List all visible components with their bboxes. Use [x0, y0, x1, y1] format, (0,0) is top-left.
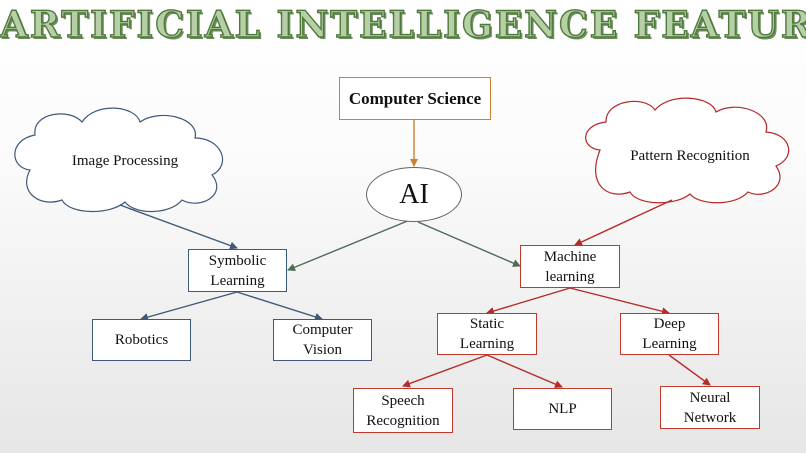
edge-static-to-speech	[402, 354, 488, 388]
edge-pattern-to-ml	[574, 199, 673, 246]
edge-ml-to-deep	[569, 287, 670, 316]
node-ai-label: AI	[399, 178, 429, 210]
node-nlp-label: NLP	[548, 401, 577, 417]
node-speech-recognition-label: Speech Recognition	[366, 392, 440, 429]
node-computer-vision-label: Computer Vision	[292, 322, 353, 358]
node-robotics: Robotics	[92, 319, 191, 361]
node-deep-learning: Deep Learning	[620, 313, 719, 355]
node-image-processing: Image Processing	[40, 146, 210, 176]
node-machine-learning-label: Machine learning	[543, 248, 597, 285]
edge-ml-to-static	[486, 287, 571, 315]
edge-ai-to-ml	[417, 221, 521, 267]
node-machine-learning: Machine learning	[520, 245, 620, 288]
node-deep-learning-label: Deep Learning	[642, 316, 697, 352]
cloud-shape-pattern-recognition	[585, 97, 790, 204]
node-neural-network-label: Neural Network	[683, 389, 737, 426]
cloud-shape-image-processing	[14, 107, 224, 213]
edge-symbolic-to-vision	[236, 291, 323, 321]
node-pattern-recognition-label: Pattern Recognition	[630, 148, 750, 164]
node-static-learning-label: Static Learning	[459, 316, 515, 352]
page-title: ARTIFICIAL INTELLIGENCE FEATURE	[0, 3, 806, 46]
node-ai: AI	[366, 167, 462, 222]
node-pattern-recognition: Pattern Recognition	[615, 132, 765, 180]
node-image-processing-label: Image Processing	[71, 153, 179, 169]
edge-static-to-nlp	[486, 354, 563, 388]
edge-imageproc-to-symbolic	[119, 204, 238, 250]
node-nlp: NLP	[513, 388, 612, 430]
node-computer-vision: Computer Vision	[273, 319, 372, 361]
edge-symbolic-to-robotics	[140, 291, 238, 321]
node-symbolic-learning: Symbolic Learning	[188, 249, 287, 292]
edge-ai-to-symbolic	[287, 219, 411, 272]
node-computer-science: Computer Science	[339, 77, 491, 120]
node-neural-network: Neural Network	[660, 386, 760, 429]
node-symbolic-learning-label: Symbolic Learning	[208, 252, 267, 289]
node-computer-science-label: Computer Science	[348, 89, 482, 108]
edge-deep-to-neural	[668, 354, 711, 386]
node-robotics-label: Robotics	[114, 332, 169, 348]
node-static-learning: Static Learning	[437, 313, 537, 355]
node-speech-recognition: Speech Recognition	[353, 388, 453, 433]
